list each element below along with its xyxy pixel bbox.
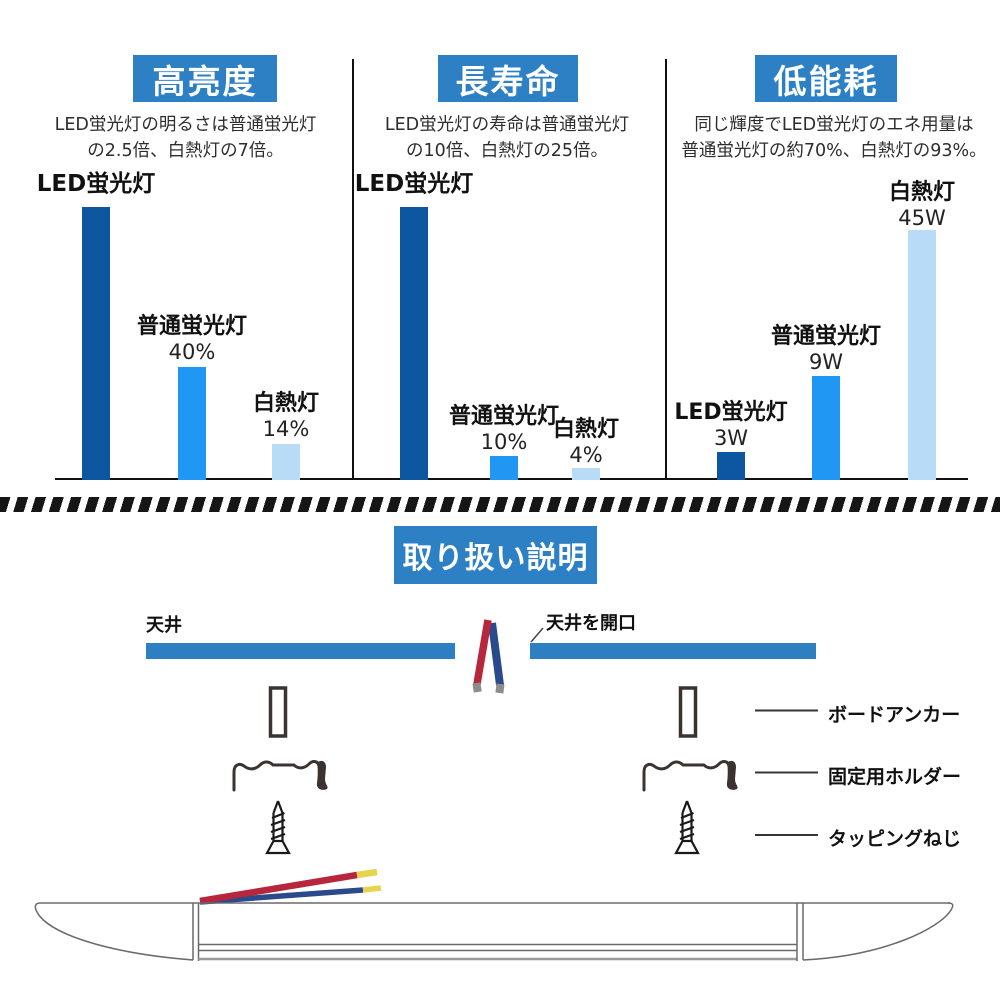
bar-value: 10% xyxy=(480,430,528,454)
board-anchor-label: ボードアンカー xyxy=(828,704,961,726)
bar-incandescent-brightness xyxy=(272,444,300,480)
ceiling-label: 天井 xyxy=(146,615,182,636)
ceiling-wires-icon xyxy=(472,619,505,694)
screw-icon xyxy=(674,799,700,855)
feature-desc-brightness: LED蛍光灯の明るさは普通蛍光灯 の2.5倍、白熱灯の7倍。 xyxy=(28,112,343,164)
bar-group-label: 白熱灯 4% xyxy=(506,417,666,467)
desc-line: 同じ輝度でLED蛍光灯のエネ用量は xyxy=(694,115,974,135)
screw-icon xyxy=(265,799,291,855)
holder-label: 固定用ホルダー xyxy=(828,766,962,788)
ceiling-bar-right xyxy=(530,643,816,659)
ceiling-open-label: 天井を開口 xyxy=(546,613,636,634)
feature-header-label: 低能耗 xyxy=(773,61,879,101)
desc-line: 普通蛍光灯の約70%、白熱灯の93%。 xyxy=(681,141,987,161)
board-anchor-icon xyxy=(678,686,698,738)
bar-fluorescent-lifespan xyxy=(490,456,518,480)
bar-value: 40% xyxy=(168,340,216,364)
bar-label: 普通蛍光灯 xyxy=(136,314,247,339)
bar-value: 14% xyxy=(262,417,310,441)
column-divider-2 xyxy=(665,59,667,480)
bar-label: 白熱灯 xyxy=(888,180,955,205)
feature-header-label: 高亮度 xyxy=(152,61,258,101)
bar-group-label: LED蛍光灯 xyxy=(334,171,494,197)
instructions-title-label: 取り扱い説明 xyxy=(402,541,589,576)
bar-group-label: 白熱灯 14% xyxy=(206,391,366,441)
label-leader-lines xyxy=(755,709,818,836)
bar-incandescent-lifespan xyxy=(572,468,600,480)
bar-value: 3W xyxy=(713,426,749,450)
feature-header-lifespan: 長寿命 xyxy=(438,55,578,102)
bar-group-label: 普通蛍光灯 40% xyxy=(112,314,272,364)
desc-line: LED蛍光灯の寿命は普通蛍光灯 xyxy=(384,115,630,135)
bar-incandescent-energy xyxy=(908,230,936,480)
bar-led-brightness xyxy=(82,207,110,480)
bar-group-label: LED蛍光灯 3W xyxy=(651,400,811,450)
bar-fluorescent-brightness xyxy=(178,367,206,480)
striped-divider xyxy=(0,497,1000,512)
ceiling-bar-left xyxy=(146,643,455,659)
bar-led-energy xyxy=(717,452,745,480)
bar-label: LED蛍光灯 xyxy=(354,171,474,197)
bar-value: 45W xyxy=(898,206,946,230)
desc-line: の2.5倍、白熱灯の7倍。 xyxy=(87,141,284,161)
fixture-illustration xyxy=(34,868,954,961)
bar-label: 普通蛍光灯 xyxy=(448,404,559,429)
bar-group-label: 普通蛍光灯 9W xyxy=(746,324,906,374)
column-divider-1 xyxy=(352,59,354,480)
desc-line: LED蛍光灯の明るさは普通蛍光灯 xyxy=(54,115,317,135)
bar-group-label: 白熱灯 45W xyxy=(842,180,1000,230)
bar-group-label: LED蛍光灯 xyxy=(16,171,176,197)
holder-icon xyxy=(232,759,330,792)
bar-led-lifespan xyxy=(400,207,428,480)
feature-header-brightness: 高亮度 xyxy=(133,55,277,102)
bar-label: LED蛍光灯 xyxy=(674,400,788,425)
bar-fluorescent-energy xyxy=(812,376,840,480)
board-anchor-icon xyxy=(268,686,288,738)
feature-desc-lifespan: LED蛍光灯の寿命は普通蛍光灯 の10倍、白熱灯の25倍。 xyxy=(362,112,652,164)
feature-header-label: 長寿命 xyxy=(455,61,561,101)
bar-label: 白熱灯 xyxy=(552,417,619,442)
bar-value: 9W xyxy=(808,350,844,374)
feature-header-energy: 低能耗 xyxy=(755,55,897,102)
installation-diagram xyxy=(232,619,818,855)
holder-icon xyxy=(642,759,740,792)
feature-desc-energy: 同じ輝度でLED蛍光灯のエネ用量は 普通蛍光灯の約70%、白熱灯の93%。 xyxy=(673,112,995,164)
fixture-wires-icon xyxy=(199,868,382,905)
desc-line: の10倍、白熱灯の25倍。 xyxy=(405,141,609,161)
bar-label: LED蛍光灯 xyxy=(36,171,156,197)
instructions-title: 取り扱い説明 xyxy=(394,526,597,584)
bar-label: 普通蛍光灯 xyxy=(770,324,881,349)
screw-label: タッピングねじ xyxy=(828,828,962,850)
bar-value: 4% xyxy=(569,443,603,467)
fixture-body-outline xyxy=(34,902,954,961)
bar-label: 白熱灯 xyxy=(252,391,319,416)
ceiling-open-leader-line xyxy=(530,627,544,643)
bar-group-label: 普通蛍光灯 10% xyxy=(424,404,584,454)
